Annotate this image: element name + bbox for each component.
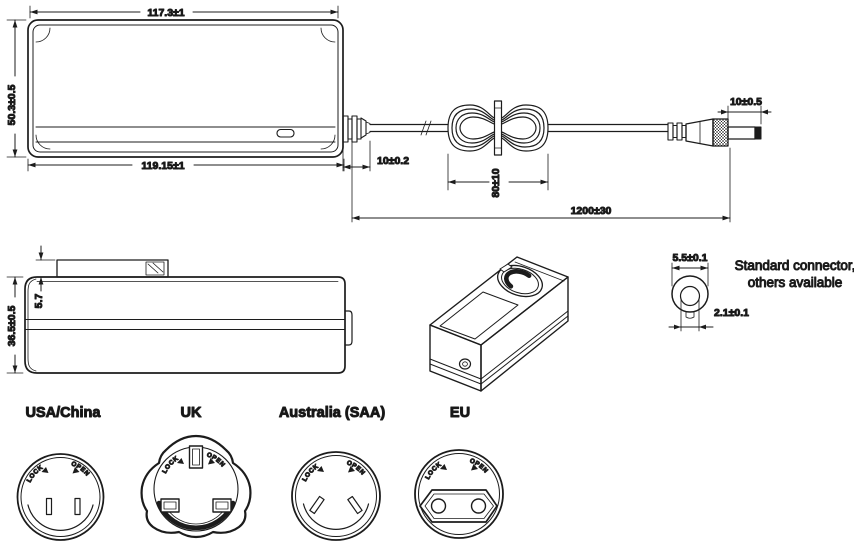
plug-module-latch [145, 261, 165, 276]
dim-body-height: 50.3±0.5 [6, 19, 27, 158]
plug-eu-hole-right [470, 498, 487, 514]
dim-bottom-width: 119.15±1 [27, 158, 345, 173]
corner-arc-br [320, 134, 336, 150]
dim-step-label: 5.7 [33, 294, 45, 309]
dim-coil-label: 80±10 [490, 168, 502, 197]
plug-label-aus: Australia (SAA) [279, 405, 386, 421]
adapter-body-side [24, 276, 346, 374]
adapter-outer-case [27, 19, 344, 158]
plug-face-aus: LOCK OPEN [291, 451, 381, 541]
output-cable: 10±0.2 80±10 1200±30 [342, 96, 772, 223]
strain-relief [342, 115, 371, 143]
dim-body-height-label: 50.3±0.5 [6, 84, 18, 125]
corner-arc-tl [35, 27, 51, 43]
dim-side-height: 36.5±0.5 [6, 276, 24, 374]
plug-face-uk: LOCK OPEN [140, 434, 252, 539]
dim-plug: 10±0.5 [717, 96, 772, 125]
svg-text:LOCK: LOCK [161, 455, 180, 475]
dim-connector-outer: 5.5±0.1 [671, 252, 709, 287]
cable-coil [447, 100, 549, 156]
dim-cable-length: 1200±30 [351, 139, 731, 223]
plug-label-uk: UK [181, 405, 202, 421]
iso-right-face [480, 276, 569, 392]
plug-face-usa: LOCK OPEN [16, 453, 105, 541]
dc-plug [667, 118, 762, 147]
connector-note-line1: Standard connector, [735, 258, 854, 273]
cable-exit-side [344, 310, 353, 346]
connector-inner-circle [679, 285, 701, 307]
led-indicator [276, 128, 295, 138]
dim-coil: 80±10 [447, 153, 549, 198]
iso-label-recess [439, 291, 519, 340]
iso-plug-socket-ring [497, 263, 543, 298]
plug-options: USA/China UK Australia (SAA) EU LOCK OPE… [16, 405, 504, 541]
plug-face-eu: LOCK OPEN [414, 449, 504, 539]
coil-tie [493, 100, 503, 156]
plug-aus-slot-right [347, 495, 363, 515]
plug-eu-hole-left [430, 498, 447, 514]
dim-step: 5.7 [33, 245, 56, 309]
svg-text:OPEN: OPEN [206, 451, 227, 468]
dim-connector-inner: 2.1±0.1 [668, 297, 750, 332]
plug-aus-slot-left [309, 495, 325, 515]
isometric-view [429, 256, 569, 392]
dim-top-width: 117.3±1 [29, 5, 339, 20]
connector-detail: 5.5±0.1 2.1±0.1 Standard connector, othe… [668, 252, 854, 332]
adapter-inner-case [32, 24, 339, 153]
plug-usa-slot-left [45, 497, 53, 516]
plug-module-side [56, 259, 169, 278]
plug-barrel [727, 126, 756, 140]
plug-uk-outline [140, 434, 252, 539]
cable-break-mark [420, 120, 432, 136]
dim-connector-inner-label: 2.1±0.1 [714, 307, 749, 319]
dim-cable-length-label: 1200±30 [571, 205, 612, 217]
dim-plug-label: 10±0.5 [730, 96, 762, 108]
dim-connector-outer-label: 5.5±0.1 [673, 252, 708, 264]
side-view: 36.5±0.5 5.7 [6, 245, 353, 374]
top-view: 117.3±1 119.15±1 50.3±0.5 [6, 5, 371, 173]
plug-usa-slot-right [74, 497, 81, 516]
corner-arc-bl [35, 134, 51, 150]
plug-eu-socket [419, 489, 498, 523]
dim-side-height-label: 36.5±0.5 [6, 305, 18, 346]
connector-note-line2: others available [748, 275, 843, 290]
plug-label-usa: USA/China [26, 405, 102, 421]
dim-strain-relief-label: 10±0.2 [377, 155, 409, 167]
plug-knurl [712, 118, 729, 147]
dim-bottom-width-label: 119.15±1 [141, 160, 184, 172]
corner-arc-tr [320, 27, 336, 43]
connector-outer-circle [671, 275, 709, 313]
plug-tip [754, 126, 762, 140]
dim-top-width-label: 117.3±1 [147, 7, 184, 19]
plug-label-eu: EU [450, 405, 470, 421]
plug-uk-lock-text: LOCK [161, 454, 180, 475]
dim-strain-relief: 10±0.2 [342, 140, 410, 172]
iso-dc-outlet [458, 358, 472, 370]
plug-uk-open-text: OPEN [205, 451, 226, 469]
